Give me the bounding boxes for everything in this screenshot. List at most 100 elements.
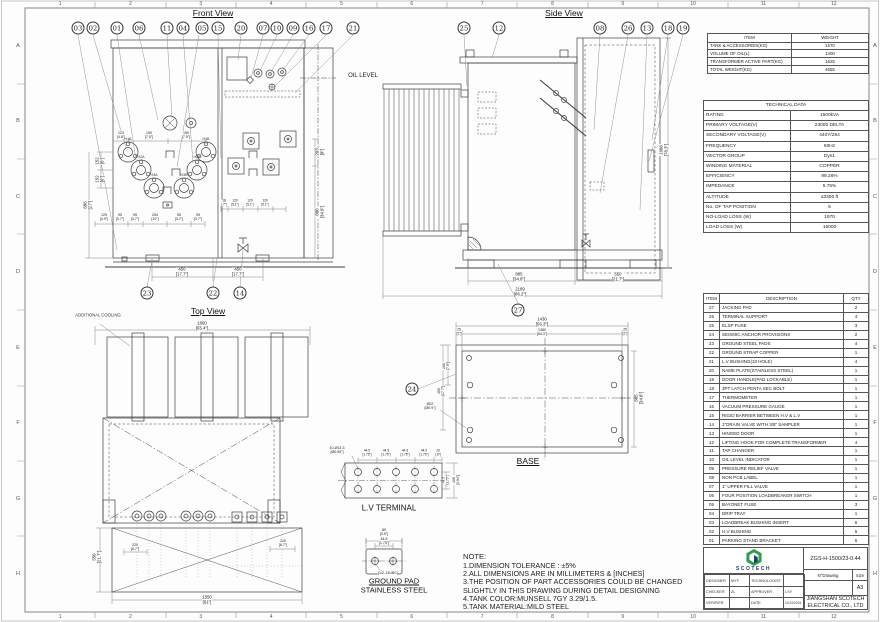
technical-data-row: LOAD LOSS (W) 16000 [703,222,870,234]
grid-col-label: 4 [269,614,273,620]
hv-bushing-label: H3A [150,173,158,177]
grid-row-label: H [873,571,877,578]
front-view-title: Front View [192,8,234,18]
parts-table-row: 27 JACKING PAD 2 [703,303,869,313]
size-label: Size [855,572,865,578]
balloon: 04 [176,21,190,35]
balloon: 26 [621,21,635,35]
parts-table-row: 16 VACUUM PRESSURE GAUGE 1 [703,401,869,412]
parts-table-row: 20 NAME PLATE(STAINLESS STEEL) 1 [703,365,869,376]
dim-label: 44.5 [1.75"] [400,448,410,457]
dim-label: 1550 [61"] [202,594,212,605]
radiator [382,83,469,237]
dim-label: 686 [27"] [82,200,93,210]
dim-label: 220 [8.7"] [278,539,288,547]
drawing-number: ZGS-H-1500/23-0.44 [804,548,867,570]
grid-row-label: F [873,420,877,427]
dim-label: 44.5 [1.75"] [419,448,429,457]
grid-row-label: C [16,193,20,200]
technical-data-row: IMPEDANCE 5.75% [703,181,870,193]
dim-label: 152 [6"] [94,175,105,183]
technical-data-row: RATING 1500kVA [703,109,870,122]
parts-table-row: 18 3PT LATCH PENTA SEC BOLT 1 [703,383,869,394]
parts-table-row: 14 1"DRAIN VALVE WITH 3/8" SAMPLER 1 [703,419,869,430]
dim-label: 89 [3.5"] [379,528,389,536]
top-view-drawing [102,332,309,593]
additional-cooling-label: ADDITIONAL COOLING [75,312,121,318]
note-line: 3.THE POSITION OF PART ACCESSORIES COULD… [463,577,683,587]
dim-label: 254 [10"] [151,213,159,221]
dim-label: 25 [1"] [456,327,462,336]
parts-table-row: 13 HINGED DOOR 1 [703,428,869,439]
notes-block: NOTE: 1.DIMENSION TOLERANCE : ±5% 2.ALL … [463,552,703,611]
grid-col-label: 11 [760,1,767,7]
front-view-drawing [105,39,345,268]
parts-table-row: 24 SEISMIC ANCHOR PROVISIONS 2 [703,329,869,340]
grid-col-label: 5 [340,1,343,7]
approver-value: LSY [783,585,805,598]
parts-header: QTY [843,293,869,304]
parts-table-row: 02 H.V BUSHING 6 [703,526,869,537]
technical-data-row: EFFICIENCY 99.26% [703,171,870,183]
n-drawing-value [804,581,853,595]
grid-col-label: 2 [129,614,132,620]
grid-col-label: 10 [690,1,696,7]
balloon: 17 [319,21,333,35]
grid-row-label: G [872,495,878,502]
side-view-title: Side View [545,8,583,18]
balloon: 05 [195,21,209,35]
balloon-leaders [77,34,684,390]
grid-row-label: E [873,344,877,351]
weight-table-row: VOLUME OF OIL(L) 1400 [707,49,869,59]
grid-row-label: G [15,495,21,502]
balloon: 22 [206,286,220,300]
note-line: 4.TANK COLOR:MUNSELL 7GY 3.29/1.5. [463,593,598,603]
verifier-value [729,596,750,610]
dim-label: 25 [1"] [622,327,628,336]
balloon: 13 [640,21,654,35]
dim-label: 152 [6"] [94,157,105,165]
parts-table-row: 19 DOOR HANDLE(PAD LOCKABLE) 1 [703,374,869,385]
ground-pad-title-line1: GROUND PAD [368,576,420,586]
grid-row-label: C [873,193,877,200]
technical-data-row: No. OF TAP POSITION 5 [703,201,870,213]
dim-label: 18 [.7"] [221,198,227,207]
balloon: 15 [211,21,225,35]
designer-value: MYF [729,574,750,587]
parts-table-row: 21 L.V BUSHING(10 HOLE) 4 [703,356,869,367]
parts-table-row: 04 DRIP TRAY 1 [703,508,869,519]
balloon: 24 [405,382,419,396]
dim-label: 95 [3.7"] [115,213,125,221]
grid-row-label: A [873,42,877,49]
parts-table-row: 06 FOUR POSITION LOADBREAKER SWITCH 1 [703,490,869,501]
drain-valve-front [237,237,249,253]
weight-table-row: TRANSFORMER ACTIVE PART(KG) 1625 [707,57,869,67]
grid-col-label: 9 [621,614,625,620]
note-line: 2.ALL DIMENSIONS ARE IN MILLIMETERS & [I… [463,569,645,579]
weight-table-header: WEIGHT [791,33,869,43]
technical-data-row: ALTITUDE ≤3300 ft [703,191,870,203]
dim-label: 450 [17.7"] [231,266,245,277]
dim-label: 95 [3.7"] [193,213,203,221]
technical-data-row: VECTOR GROUP Dyn1 [703,150,870,162]
dim-label: 885 [34.8"] [633,391,644,405]
grid-col-label: 3 [199,614,203,620]
technologist-label: TECHNOLOGIST [749,574,784,587]
checker-label: CHECKER [704,585,730,598]
balloon: 07 [256,21,270,35]
weight-table-row: TOTAL WEIGHT(KG) 4655 [707,65,869,75]
parts-table-row: 10 OIL LEVEL INDICATOR 1 [703,454,869,465]
dim-label: 880 [34.6"] [314,205,325,219]
dim-label: 1988 [78.3"] [658,143,669,157]
parts-header: ITEM [703,293,720,304]
balloon: 01 [110,21,124,35]
dim-label: 200 [7.9"] [442,361,450,371]
grid-col-label: 4 [269,1,273,7]
approval-grid: DESIGNER MYF TECHNOLOGIST CHECKER ZL APP… [704,574,805,610]
grid-col-label: 6 [410,1,414,7]
jacking-pad [467,236,482,251]
verifier-label: VERIFIER [704,596,730,610]
